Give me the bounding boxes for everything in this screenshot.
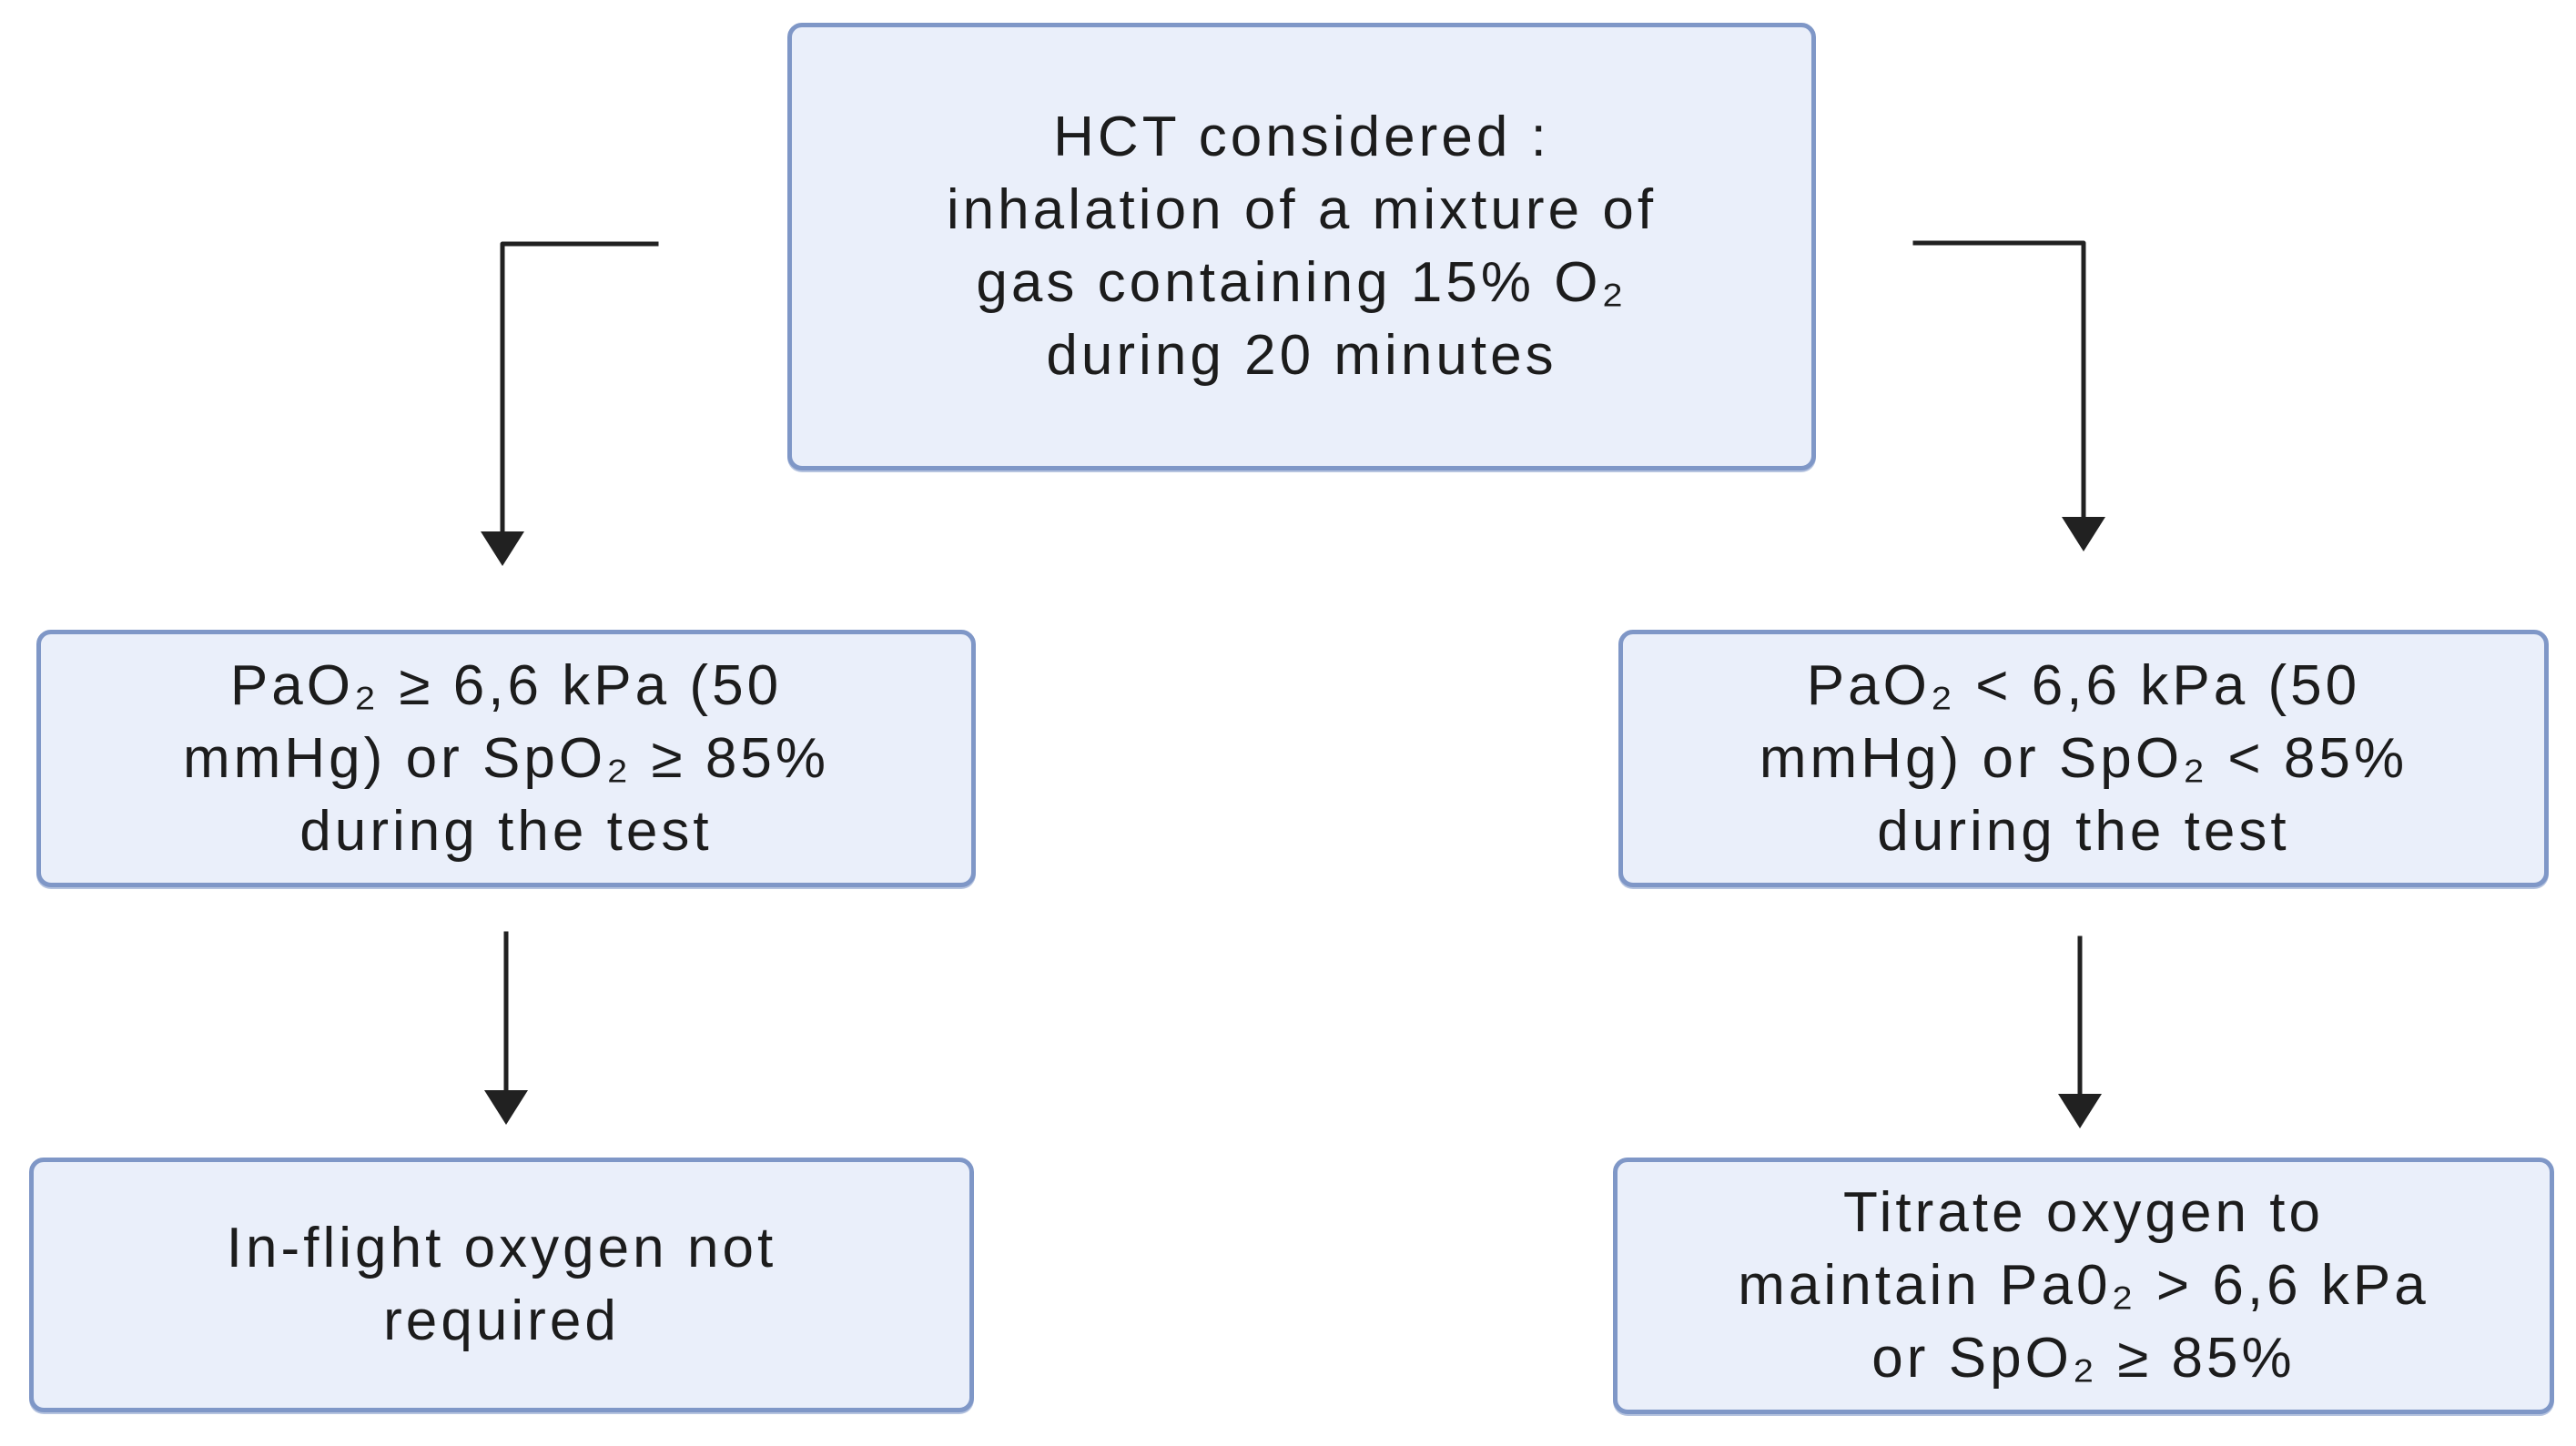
elbow-arrow-hct-to-pass [481, 241, 659, 566]
arrow-fail-to-titrate [2058, 935, 2102, 1128]
node-no-oxygen-required-text: In-flight oxygen not required [226, 1217, 777, 1352]
node-titrate-oxygen-text: Titrate oxygen to maintain Pa0₂ > 6,6 kP… [1738, 1181, 2429, 1390]
node-no-oxygen-required: In-flight oxygen not required [29, 1158, 974, 1412]
node-hct-considered-text: HCT considered : inhalation of a mixture… [946, 106, 1658, 387]
node-test-passed-text: PaO₂ ≥ 6,6 kPa (50 mmHg) or SpO₂ ≥ 85% d… [182, 653, 830, 863]
node-test-passed: PaO₂ ≥ 6,6 kPa (50 mmHg) or SpO₂ ≥ 85% d… [36, 630, 976, 887]
node-hct-considered: HCT considered : inhalation of a mixture… [787, 23, 1816, 470]
arrow-pass-to-no-oxygen [484, 931, 528, 1125]
elbow-arrow-hct-to-fail [1912, 240, 2105, 551]
node-test-failed-text: PaO₂ < 6,6 kPa (50 mmHg) or SpO₂ < 85% d… [1759, 653, 2409, 863]
node-test-failed: PaO₂ < 6,6 kPa (50 mmHg) or SpO₂ < 85% d… [1618, 630, 2549, 887]
node-titrate-oxygen: Titrate oxygen to maintain Pa0₂ > 6,6 kP… [1613, 1158, 2554, 1414]
